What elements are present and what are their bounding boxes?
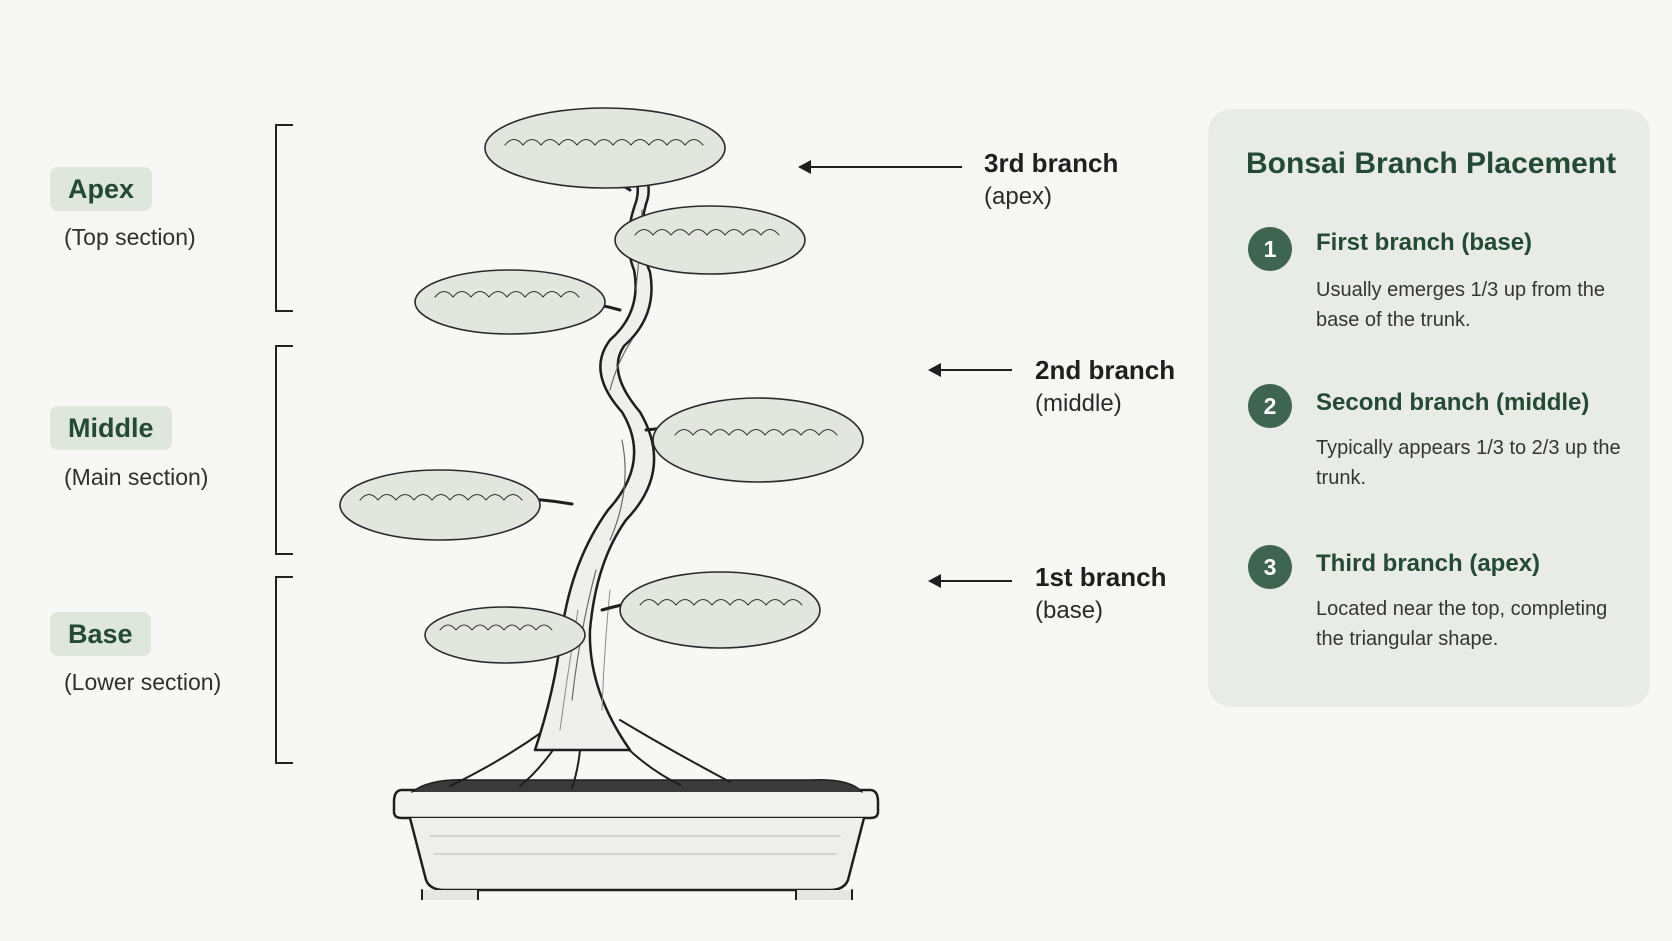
arrow-2nd-branch	[928, 363, 1012, 377]
arrow-1st-branch	[928, 574, 1012, 588]
step-badge-2: 2	[1248, 384, 1292, 428]
info-panel: Bonsai Branch Placement 1 First branch (…	[1208, 109, 1650, 707]
foliage-texture	[359, 139, 838, 631]
step-desc-1: Usually emerges 1/3 up from the base of …	[1316, 279, 1606, 331]
bonsai-tree-illustration	[339, 107, 880, 900]
callout-title-1st-branch: 1st branch	[1035, 562, 1167, 592]
bonsai-foliage	[339, 107, 864, 664]
step-title-3: Third branch (apex)	[1316, 550, 1541, 577]
step-badge-3: 3	[1248, 545, 1292, 589]
callout-subtitle-3rd-branch: (apex)	[984, 183, 1053, 210]
bonsai-pot	[392, 779, 880, 900]
callout-subtitle-1st-branch: (base)	[1035, 597, 1104, 624]
bracket-apex	[275, 124, 293, 312]
section-subtitle-apex: (Top section)	[64, 224, 196, 250]
callout-title-3rd-branch: 3rd branch	[984, 148, 1119, 178]
arrow-3rd-branch	[798, 160, 962, 174]
section-subtitle-base: (Lower section)	[64, 669, 222, 695]
section-subtitle-middle: (Main section)	[64, 464, 209, 490]
bracket-base	[275, 576, 293, 764]
callout-title-2nd-branch: 2nd branch	[1035, 355, 1176, 385]
callout-subtitle-2nd-branch: (middle)	[1035, 390, 1122, 417]
bracket-middle	[275, 345, 293, 555]
section-tag-base: Base	[50, 612, 151, 656]
section-tag-apex: Apex	[50, 167, 153, 211]
section-tag-middle: Middle	[50, 406, 172, 450]
step-desc-3: Located near the top, completing the tri…	[1316, 598, 1608, 650]
step-badge-1: 1	[1248, 227, 1292, 271]
panel-title: Bonsai Branch Placement	[1246, 147, 1617, 180]
step-title-2: Second branch (middle)	[1316, 389, 1590, 416]
step-desc-2: Typically appears 1/3 to 2/3 up the trun…	[1316, 437, 1621, 489]
step-title-1: First branch (base)	[1316, 229, 1533, 256]
